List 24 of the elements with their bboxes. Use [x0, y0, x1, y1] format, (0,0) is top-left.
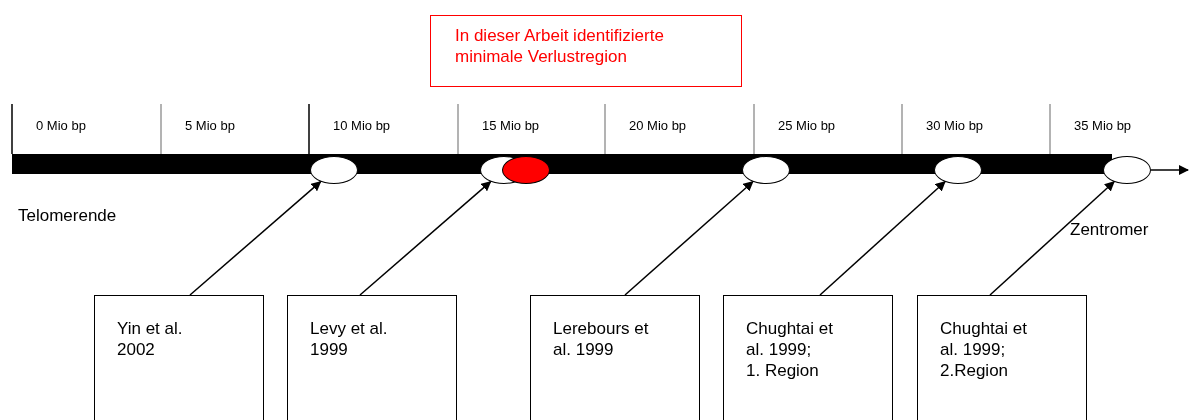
arrow [359, 180, 492, 296]
reference-box: Levy et al. 1999 [287, 295, 457, 420]
arrow [1150, 165, 1189, 175]
tick-label: 0 Mio bp [36, 118, 86, 133]
reference-box: Chughtai et al. 1999; 2.Region [917, 295, 1087, 420]
tick-label: 35 Mio bp [1074, 118, 1132, 133]
tick-label: 10 Mio bp [333, 118, 391, 133]
arrow [189, 180, 322, 296]
ellipse-marker [1103, 156, 1151, 184]
arrow [819, 181, 946, 296]
tick-label: 15 Mio bp [482, 118, 540, 133]
arrow [624, 180, 754, 296]
end-label: Zentromer [1070, 220, 1149, 240]
highlight-box: In dieser Arbeit identifizierte minimale Verlustregion [430, 15, 742, 87]
reference-box: Lerebours et al. 1999 [530, 295, 700, 420]
reference-box: Yin et al. 2002 [94, 295, 264, 420]
tick-label: 25 Mio bp [778, 118, 836, 133]
ellipse-marker [934, 156, 982, 184]
end-label: Telomerende [18, 206, 117, 226]
arrow [989, 181, 1115, 296]
reference-box: Chughtai et al. 1999; 1. Region [723, 295, 893, 420]
tick-label: 30 Mio bp [926, 118, 984, 133]
tick-label: 20 Mio bp [629, 118, 687, 133]
tick-label: 5 Mio bp [185, 118, 235, 133]
